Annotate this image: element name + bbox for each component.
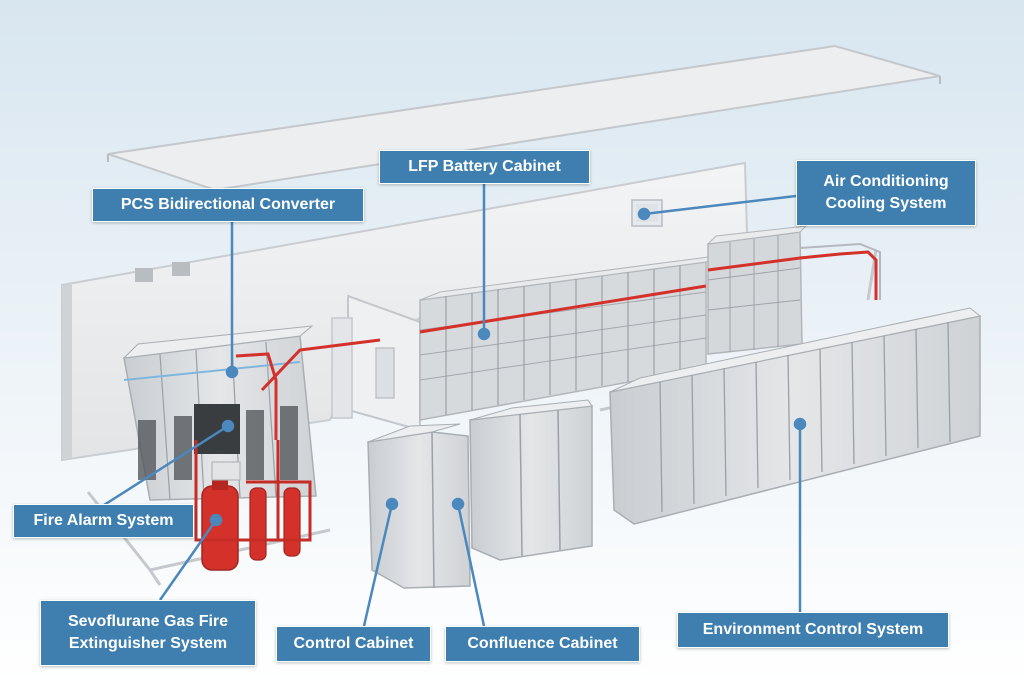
leader-environment [793,417,807,612]
pcs-converter-cabinets [122,325,381,501]
lfp-battery-rack-row [419,255,717,421]
label-fire-alarm-system: Fire Alarm System [13,504,194,538]
environment-control-cabinets [609,307,982,525]
label-control-cabinet: Control Cabinet [276,626,431,662]
leader-control [362,497,399,627]
label-lfp-battery-cabinet: LFP Battery Cabinet [379,150,590,184]
label-sevoflurane-gas-fire-extinguisher-system: Sevoflurane Gas Fire Extinguisher System [40,600,256,666]
lfp-battery-rack-back [706,225,881,355]
label-environment-control-system: Environment Control System [677,612,949,648]
control-confluence-cabinets [367,399,593,589]
label-air-conditioning-cooling-system: Air Conditioning Cooling System [796,160,976,226]
fire-extinguisher-cylinders [194,440,312,571]
leader-confluence [451,497,486,627]
leader-air [637,194,797,221]
leader-fire-alarm [103,419,235,507]
label-confluence-cabinet: Confluence Cabinet [445,626,640,662]
leader-sevo [158,513,223,601]
container-roof-panel [107,44,941,192]
label-pcs-bidirectional-converter: PCS Bidirectional Converter [92,188,364,222]
leader-pcs [225,222,239,379]
leader-lines [103,182,807,627]
leader-lfp [477,182,491,341]
